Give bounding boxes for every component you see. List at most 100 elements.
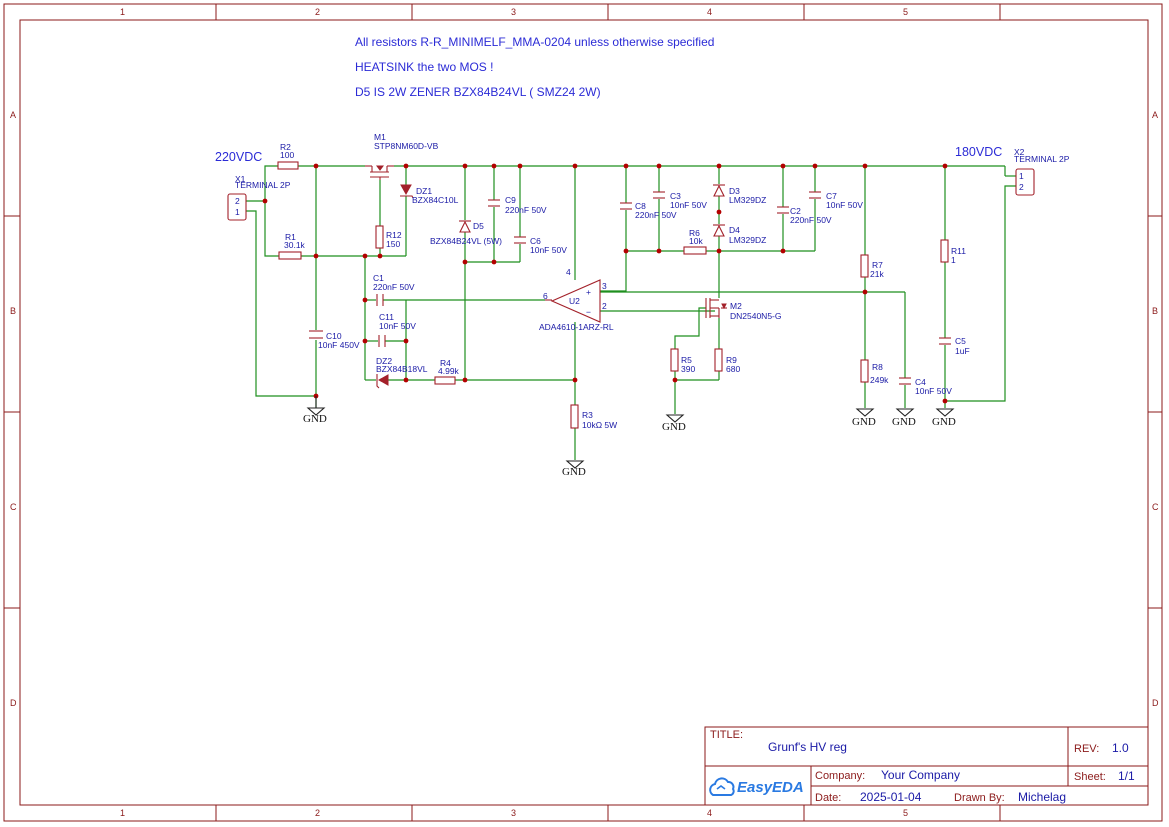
r3-value: 10kΩ 5W [582,420,617,430]
u2-pin-6: 6 [543,291,548,301]
x2-pin-1: 1 [1019,171,1024,181]
cloud-icon [709,777,735,796]
r11-value: 1 [951,255,956,265]
capacitor-c9: C9 220nF 50V [488,195,547,215]
c11-value: 10nF 50V [379,321,416,331]
gnd-symbol-r8: GND [852,408,876,428]
c5-ref: C5 [955,336,966,346]
u2-minus: − [586,307,591,317]
resistor-r2: R2 100 [277,142,299,170]
sheet-value: 1/1 [1118,769,1135,783]
r3-ref: R3 [582,410,593,420]
r7-ref: R7 [872,260,883,270]
gnd-label: GND [892,416,916,428]
u2-pin-3: 3 [602,281,607,291]
x1-terminal: X1 TERMINAL 2P 2 1 [227,174,291,221]
wires [246,165,1016,460]
resistor-r12: R12 150 [375,225,402,249]
gnd-label: GND [303,413,327,425]
c4-ref: C4 [915,377,926,387]
resistor-r3: R3 10kΩ 5W [570,404,617,430]
r2-ref: R2 [280,142,291,152]
zone-row-a: A [10,110,16,120]
c4-value: 10nF 50V [915,386,952,396]
note-resistors: All resistors R-R_MINIMELF_MMA-0204 unle… [355,35,714,49]
gnd-symbol-c5: GND [932,408,956,428]
u2-ref: U2 [569,296,580,306]
zone-col-2: 2 [315,7,320,17]
zone-col-3-bottom: 3 [511,808,516,818]
r12-value: 150 [386,239,400,249]
r5-ref: R5 [681,355,692,365]
dz2-ref: DZ2 [376,356,392,366]
d4-ref: D4 [729,225,740,235]
resistor-r9: R9 680 [714,348,740,374]
resistor-r7: R7 21k [860,254,884,279]
x2-value: TERMINAL 2P [1014,154,1070,164]
gnd-symbol-r3: GND [562,460,586,478]
x2-pin-2: 2 [1019,182,1024,192]
dz1-value: BZX84C10L [412,195,459,205]
r9-ref: R9 [726,355,737,365]
c9-value: 220nF 50V [505,205,547,215]
r7-value: 21k [870,269,884,279]
r8-ref: R8 [872,362,883,372]
c7-ref: C7 [826,191,837,201]
zener-dz2: DZ2 BZX84B18VL [376,356,428,389]
mosfet-m2: M2 DN2540N5-G [705,298,782,321]
r4-value: 4.99k [438,366,460,376]
d3-ref: D3 [729,186,740,196]
d5-value: BZX84B24VL (5W) [430,236,502,246]
zone-col-4: 4 [707,7,712,17]
r2-value: 100 [280,150,294,160]
zone-row-b-right: B [1152,306,1158,316]
d3-value: LM329DZ [729,195,766,205]
note-d5: D5 IS 2W ZENER BZX84B24VL ( SMZ24 2W) [355,85,601,99]
m1-ref: M1 [374,132,386,142]
schematic-title: Grunf's HV reg [768,740,847,754]
c3-ref: C3 [670,191,681,201]
zone-col-4-bottom: 4 [707,808,712,818]
resistor-r4: R4 4.99k [434,358,460,385]
mosfet-m1: M1 STP8NM60D-VB [365,132,439,180]
resistor-r11: R11 1 [940,239,966,265]
r1-value: 30.1k [284,240,306,250]
reference-d4: D4 LM329DZ [713,224,766,245]
capacitor-c1: C1 220nF 50V [373,273,415,306]
c3-value: 10nF 50V [670,200,707,210]
rev-value: 1.0 [1112,741,1129,755]
c6-value: 10nF 50V [530,245,567,255]
r5-value: 390 [681,364,695,374]
c9-ref: C9 [505,195,516,205]
u2-pin-4: 4 [566,267,571,277]
date-value: 2025-01-04 [860,790,922,804]
r1-ref: R1 [285,232,296,242]
u2-plus: + [586,287,591,297]
junctions [262,163,948,404]
r4-ref: R4 [440,358,451,368]
d4-value: LM329DZ [729,235,766,245]
r9-value: 680 [726,364,740,374]
sheet-label: Sheet: [1074,771,1106,783]
zone-col-5-bottom: 5 [903,808,908,818]
capacitor-c2: C2 220nF 50V [777,206,832,225]
zener-dz1: DZ1 BZX84C10L [400,184,459,205]
zone-col-1-bottom: 1 [120,808,125,818]
u2-pin-2: 2 [602,301,607,311]
output-voltage-label: 180VDC [955,145,1002,159]
gnd-symbol-c10: GND [303,396,327,425]
opamp-u2: U2 + − 4 6 3 2 ADA4610-1ARZ-RL [539,267,614,332]
c6-ref: C6 [530,236,541,246]
gnd-label: GND [662,421,686,433]
gnd-label: GND [932,416,956,428]
x1-pin-2: 2 [235,196,240,206]
company-label: Company: [815,770,865,782]
c1-value: 220nF 50V [373,282,415,292]
easyeda-logo-text: EasyEDA [737,779,804,796]
m1-value: STP8NM60D-VB [374,141,439,151]
capacitor-c5: C5 1uF [939,336,970,356]
c2-value: 220nF 50V [790,215,832,225]
title-label: TITLE: [710,729,743,741]
c7-value: 10nF 50V [826,200,863,210]
